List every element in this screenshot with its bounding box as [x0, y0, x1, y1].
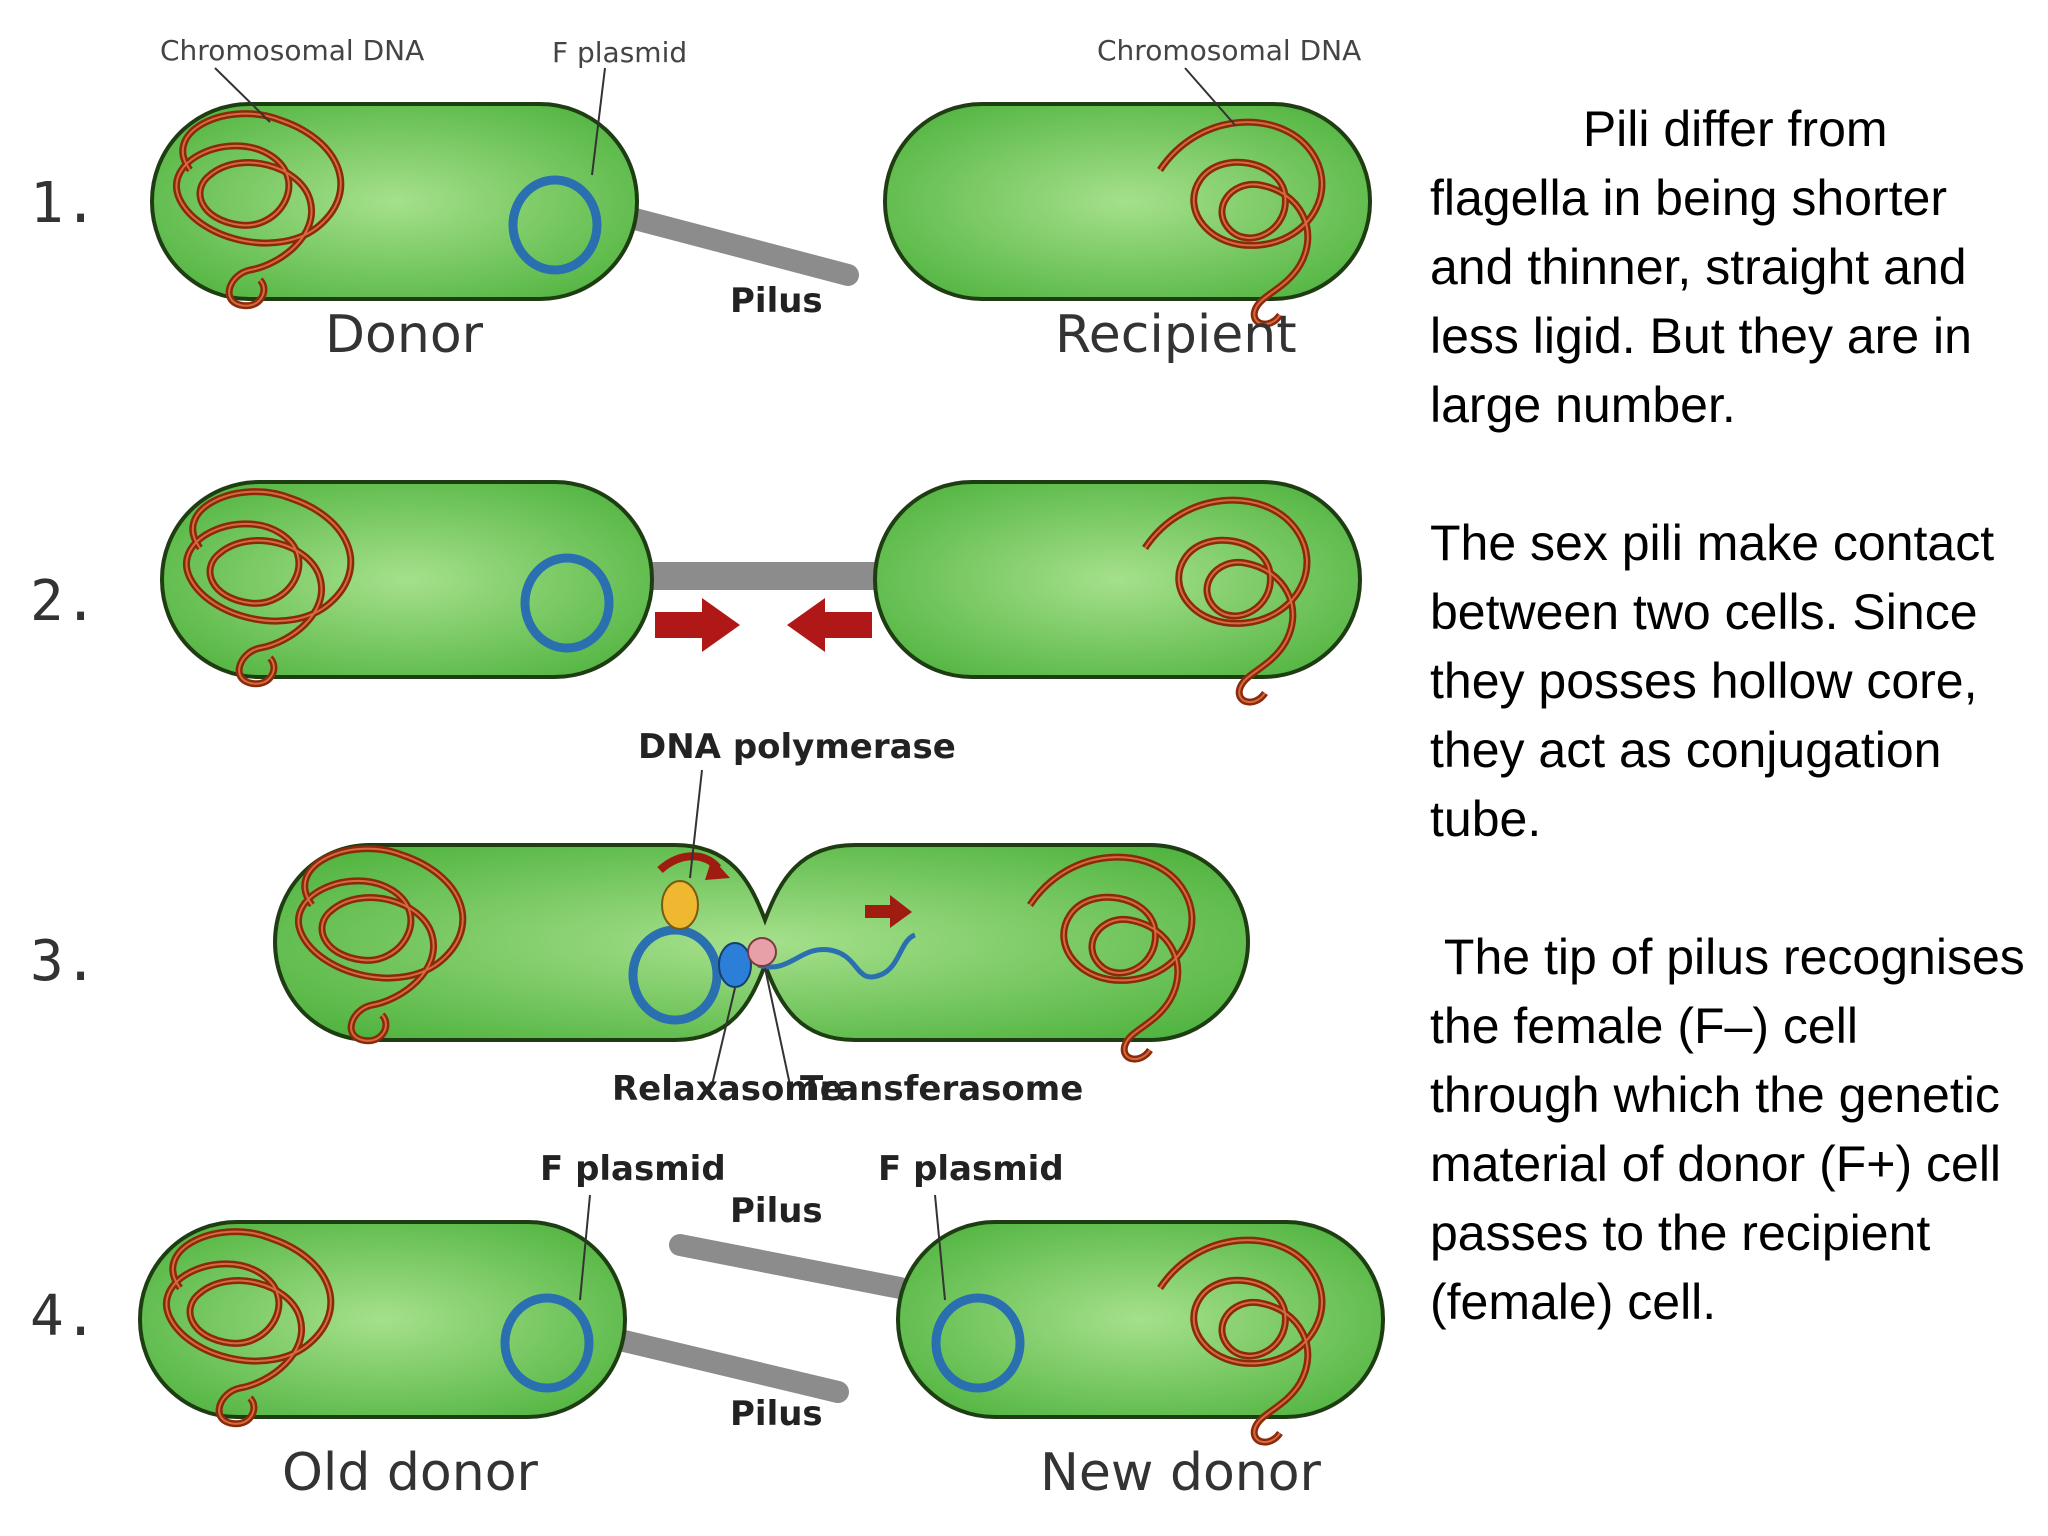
label-f-plasmid-old: F plasmid — [540, 1149, 726, 1189]
dna-polymerase-shape — [661, 880, 699, 930]
f-plasmid-new-donor — [931, 1293, 1025, 1393]
explanation-text: Pili differ from flagella in being short… — [1430, 95, 2030, 1406]
label-recipient: Recipient — [1055, 305, 1297, 365]
step-number-2: 2. — [30, 569, 97, 634]
label-donor: Donor — [325, 305, 484, 365]
f-plasmid-row1 — [508, 175, 602, 275]
relaxasome-shape — [718, 942, 752, 988]
label-pilus-row4-top: Pilus — [730, 1191, 823, 1231]
leader-f-plasmid-top — [591, 67, 606, 176]
label-pilus-row1: Pilus — [730, 281, 823, 321]
step-number-3: 3. — [30, 929, 97, 994]
step-number-4: 4. — [30, 1284, 97, 1349]
step-number-1: 1. — [30, 171, 97, 236]
label-f-plasmid-top: F plasmid — [552, 36, 687, 69]
recipient-cell-row1 — [883, 102, 1372, 301]
label-transferasome: Transferasome — [800, 1069, 1083, 1109]
recipient-cell-row2 — [873, 480, 1362, 679]
arrow-right-row2 — [655, 598, 740, 652]
f-plasmid-row3 — [628, 925, 722, 1025]
pilus-row2 — [640, 562, 880, 590]
leader-f-plasmid-old — [579, 1194, 591, 1301]
label-chromosomal-dna-donor: Chromosomal DNA — [160, 34, 424, 67]
label-relaxasome: Relaxasome — [612, 1069, 843, 1109]
leader-transferasome — [764, 967, 791, 1086]
label-pilus-row4-bottom: Pilus — [730, 1394, 823, 1434]
label-chromosomal-dna-recipient: Chromosomal DNA — [1097, 34, 1361, 67]
leader-relaxasome — [711, 987, 736, 1086]
new-donor-cell — [896, 1220, 1385, 1419]
f-plasmid-row2 — [520, 553, 614, 653]
pilus-row1 — [609, 204, 859, 286]
arrow-left-row2 — [787, 598, 872, 652]
label-dna-polymerase: DNA polymerase — [638, 727, 956, 767]
leader-chromosomal-dna-recipient — [1184, 67, 1236, 126]
paragraph-sex-pili: The sex pili make contact between two ce… — [1430, 515, 2009, 847]
label-f-plasmid-new: F plasmid — [878, 1149, 1064, 1189]
label-new-donor: New donor — [1040, 1443, 1322, 1503]
transfer-arrow-row3 — [865, 895, 912, 928]
transferasome-shape — [747, 937, 777, 967]
pilus-row4-bottom — [609, 1329, 849, 1403]
rotation-arrowhead-row3 — [705, 858, 730, 880]
pilus-row4-top — [669, 1234, 911, 1299]
paragraph-pili-vs-flagella: Pili differ from flagella in being short… — [1430, 101, 1986, 433]
f-plasmid-old-donor — [500, 1293, 594, 1393]
label-old-donor: Old donor — [282, 1443, 539, 1503]
bacterial-conjugation-diagram: 1. Chromosomal DNA F plasmid Chromosomal… — [30, 34, 1385, 1503]
leader-dna-polymerase — [689, 769, 703, 879]
leader-chromosomal-dna-donor — [214, 67, 271, 123]
paragraph-pilus-tip: The tip of pilus recognises the female (… — [1430, 929, 2039, 1330]
transferred-strand-row3 — [757, 932, 917, 980]
leader-f-plasmid-new — [934, 1194, 946, 1301]
